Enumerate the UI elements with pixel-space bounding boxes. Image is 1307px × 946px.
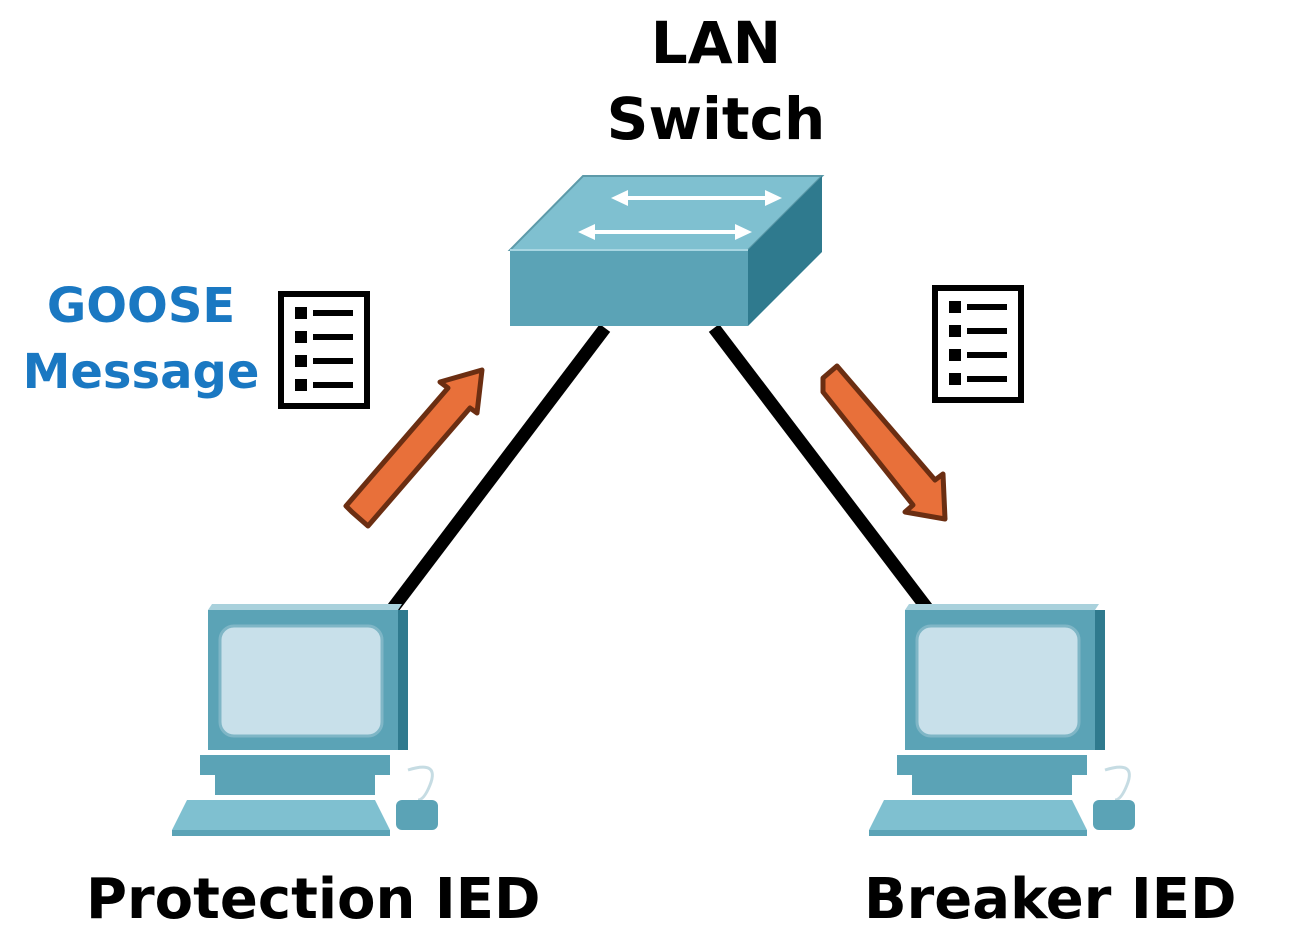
message-document-icon (932, 285, 1024, 403)
switch-label-line1: LAN (650, 9, 782, 77)
message-document-icon (278, 291, 370, 409)
computer-icon[interactable] (172, 604, 438, 836)
cable-left (384, 324, 611, 616)
goose-message-label: GOOSE Message (10, 282, 272, 414)
cable-right (708, 324, 936, 616)
switch-label: LAN Switch (596, 14, 836, 166)
arrow-icon (343, 367, 485, 529)
goose-message-line2: Message (22, 344, 260, 400)
switch-icon[interactable] (507, 175, 825, 326)
breaker-ied-label: Breaker IED (864, 867, 1237, 932)
arrow-icon (820, 363, 948, 522)
goose-message-line1: GOOSE (46, 278, 236, 334)
switch-label-line2: Switch (606, 85, 826, 153)
protection-ied-label: Protection IED (86, 867, 541, 932)
computer-icon[interactable] (869, 604, 1135, 836)
